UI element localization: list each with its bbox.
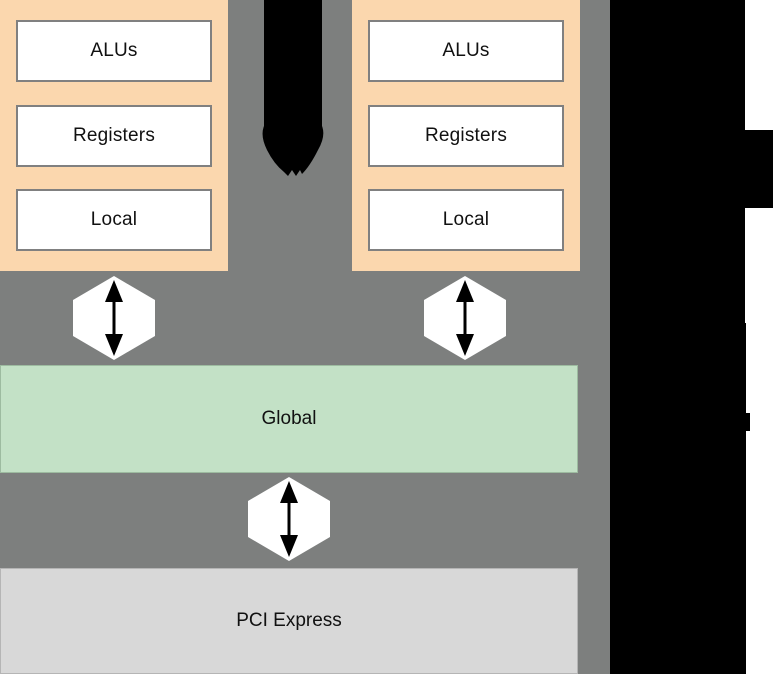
occlusion-block-top (610, 0, 745, 130)
occlusion-bar-shape (262, 0, 324, 176)
occlusion-block-middle (610, 208, 745, 323)
memory-box-alus-left[interactable]: ALUs (16, 20, 212, 82)
memory-box-registers-left[interactable]: Registers (16, 104, 212, 167)
bidirectional-arrow-icon (424, 276, 506, 360)
occlusion-block-bottom (610, 423, 746, 674)
connector-left-multiprocessor-to-global (73, 276, 155, 360)
occlusion-block-lower-middle (610, 323, 746, 423)
connector-right-multiprocessor-to-global (424, 276, 506, 360)
pci-express-bar[interactable]: PCI Express (0, 568, 578, 674)
multiprocessor-right-panel[interactable]: ALUs Registers Local (352, 0, 580, 271)
multiprocessor-left-panel[interactable]: ALUs Registers Local (0, 0, 228, 271)
global-memory-label: Global (261, 408, 317, 429)
bidirectional-arrow-icon (248, 477, 330, 561)
pci-express-label: PCI Express (236, 610, 342, 631)
occlusion-block-upper-right (610, 130, 773, 208)
top-center-occlusion-shape (260, 0, 326, 182)
memory-box-registers-right[interactable]: Registers (368, 104, 564, 167)
memory-box-local-left[interactable]: Local (16, 189, 212, 251)
diagram-canvas: ALUs Registers Local ALUs Registers Loca… (0, 0, 610, 674)
bidirectional-arrow-icon (73, 276, 155, 360)
connector-global-to-pci-express (248, 477, 330, 561)
global-memory-bar[interactable]: Global (0, 365, 578, 473)
memory-box-local-right[interactable]: Local (368, 189, 564, 251)
memory-box-alus-right[interactable]: ALUs (368, 20, 564, 82)
